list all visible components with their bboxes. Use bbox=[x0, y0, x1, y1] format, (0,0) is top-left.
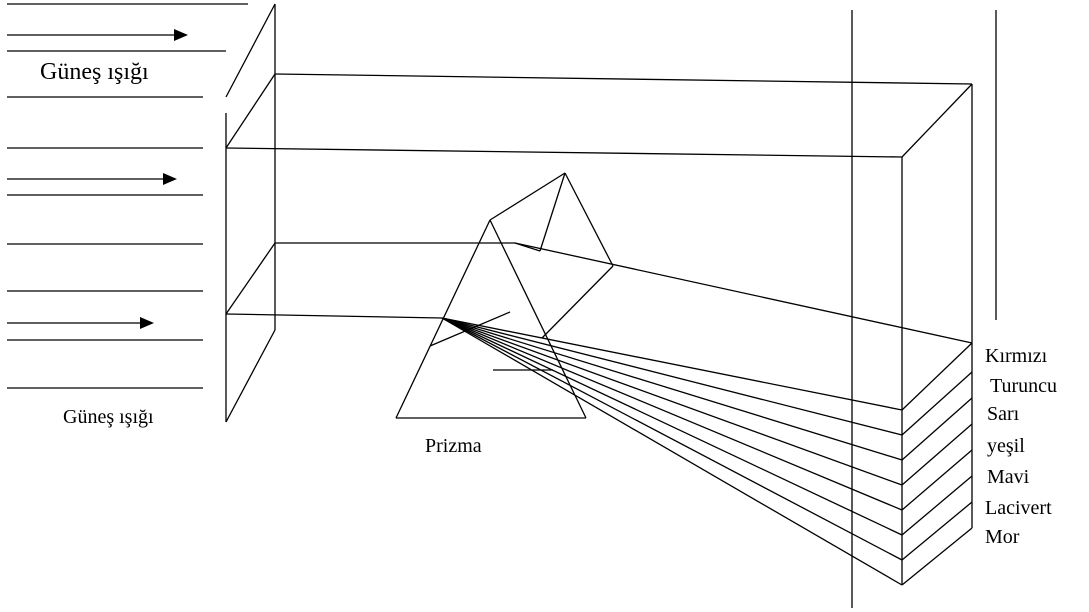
spectrum-label-green: yeşil bbox=[987, 435, 1025, 457]
incoming-sunlight-rays bbox=[7, 3, 248, 389]
spectrum-label-yellow: Sarı bbox=[987, 403, 1020, 425]
spectrum-label-red: Kırmızı bbox=[985, 345, 1048, 367]
spectrum-label-indigo: Lacivert bbox=[985, 497, 1052, 519]
spectrum-label-violet: Mor bbox=[985, 526, 1020, 548]
spectrum-bands bbox=[901, 342, 973, 586]
slit-screen bbox=[225, 3, 276, 423]
sunlight-label-bottom: Güneş ışığı bbox=[63, 406, 154, 428]
dispersed-rays bbox=[441, 317, 903, 586]
projection-screens bbox=[851, 10, 997, 608]
prism bbox=[395, 172, 614, 419]
spectrum-labels: Kırmızı Turuncu Sarı yeşil Mavi Lacivert… bbox=[985, 345, 1057, 548]
spectrum-label-blue: Mavi bbox=[987, 466, 1030, 488]
sunlight-direction-arrows bbox=[7, 29, 188, 329]
arrow-icon bbox=[7, 317, 154, 329]
narrow-beam bbox=[225, 242, 973, 344]
light-beam-box bbox=[225, 73, 973, 410]
arrow-icon bbox=[7, 173, 177, 185]
sunlight-label-top: Güneş ışığı bbox=[40, 59, 149, 85]
prism-label: Prizma bbox=[425, 435, 482, 457]
spectrum-label-orange: Turuncu bbox=[990, 375, 1057, 397]
arrow-icon bbox=[7, 29, 188, 41]
